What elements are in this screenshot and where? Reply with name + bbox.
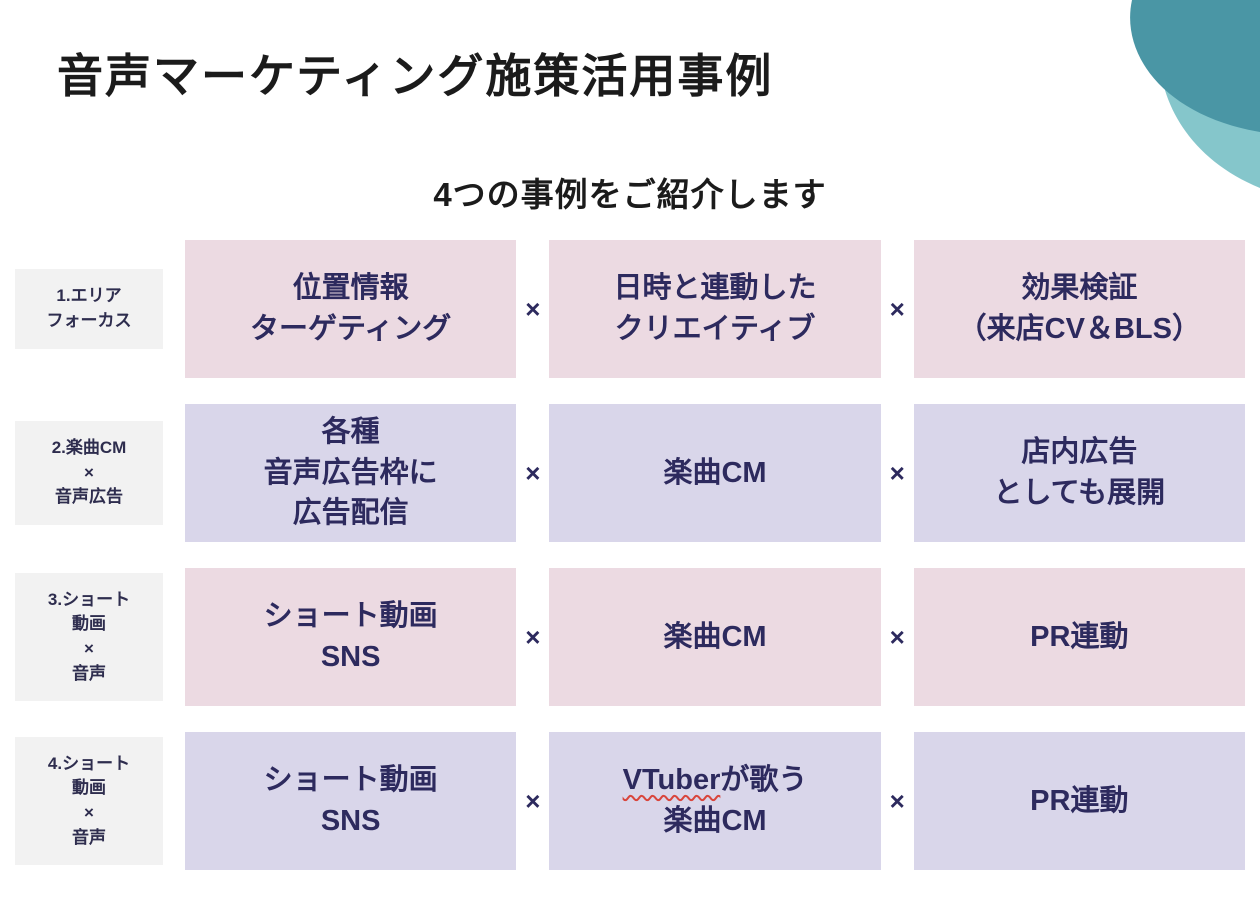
cell-text-line: 店内広告 (1021, 436, 1138, 469)
case-row: 1.エリアフォーカス位置情報ターゲティング×日時と連動したクリエイティブ×効果検… (15, 240, 1245, 378)
cell-text-line: 楽曲CM (663, 456, 767, 489)
cell-text-line: 楽曲CM (663, 805, 767, 837)
case-cell: 楽曲CM (549, 568, 881, 706)
row-label-line: 音声広告 (55, 487, 123, 507)
cell-text-line: としても展開 (993, 477, 1166, 509)
cell-text-line: 広告配信 (292, 497, 409, 530)
corner-shape-dark (1130, 0, 1260, 132)
case-cell: 各種音声広告枠に広告配信 (185, 404, 517, 542)
case-cell: 楽曲CM (549, 404, 881, 542)
cell-text-line: VTuberが歌う (557, 760, 872, 801)
multiply-sign: × (889, 621, 905, 652)
spellcheck-flagged-text: VTuber (622, 764, 721, 797)
multiply-sign: × (889, 785, 905, 816)
row-label-line: 2.楽曲CM (51, 438, 127, 458)
case-cell: ショート動画 SNS (185, 732, 517, 870)
corner-decoration-graphic (1130, 0, 1260, 188)
cell-text-line: 各種 (321, 416, 380, 449)
cases-grid: 1.エリアフォーカス位置情報ターゲティング×日時と連動したクリエイティブ×効果検… (15, 240, 1245, 870)
cell-text-line: 音声広告枠に (263, 456, 438, 489)
row-label-line: 4.ショート (47, 753, 131, 773)
case-cell: 店内広告としても展開 (913, 404, 1245, 542)
cell-text-line: ショート動画 (263, 764, 438, 797)
row-label-line: × (84, 639, 94, 658)
page-title: 音声マーケティング施策活用事例 (57, 50, 774, 102)
multiply-sign: × (525, 785, 541, 816)
row-label-line: 3.ショート (47, 589, 131, 609)
cell-text-line: SNS (320, 641, 381, 673)
case-cell: PR連動 (913, 568, 1245, 706)
cell-text-line: （来店CV＆BLS） (957, 313, 1201, 345)
multiply-sign: × (889, 293, 905, 324)
cell-text-line: 効果検証 (1021, 272, 1138, 305)
row-label-line: 音声 (72, 663, 106, 683)
row-label: 3.ショート動画 × 音声 (15, 572, 163, 702)
case-cell: ショート動画 SNS (185, 568, 517, 706)
row-label-line: × (84, 462, 94, 482)
cell-text-segment: が歌う (720, 764, 808, 797)
row-label-line: 動画 (72, 614, 106, 634)
row-label-line: フォーカス (46, 311, 132, 330)
cell-text-line: 位置情報 (292, 272, 409, 305)
case-row: 4.ショート動画 × 音声 ショート動画 SNS × VTuberが歌う楽曲CM × PR連動 (15, 732, 1245, 870)
cell-text-line: SNS (320, 805, 381, 837)
row-label-line: × (84, 803, 94, 822)
row-label-line: 動画 (72, 778, 106, 798)
multiply-sign: × (525, 457, 541, 488)
cell-text-line: ショート動画 (263, 600, 438, 633)
cell-text-line: クリエイティブ (614, 313, 816, 345)
case-row: 2.楽曲CM × 音声広告 各種音声広告枠に広告配信 × 楽曲CM × 店内広告としても展開 (15, 404, 1245, 542)
row-label: 1.エリアフォーカス (15, 269, 163, 349)
case-row: 3.ショート動画 × 音声 ショート動画 SNS × 楽曲CM × PR連動 (15, 568, 1245, 706)
cell-text-line: PR連動 (1030, 620, 1129, 653)
case-cell: VTuberが歌う楽曲CM (549, 732, 881, 870)
cell-text-line: 日時と連動した (613, 272, 817, 305)
case-cell: 位置情報ターゲティング (185, 240, 517, 378)
row-label-line: 1.エリア (56, 286, 122, 306)
cell-text-line: ターゲティング (250, 313, 452, 345)
row-label: 4.ショート動画 × 音声 (15, 736, 163, 866)
row-label: 2.楽曲CM × 音声広告 (15, 421, 163, 525)
case-cell: PR連動 (913, 732, 1245, 870)
case-cell: 効果検証 （来店CV＆BLS） (913, 240, 1245, 378)
multiply-sign: × (889, 457, 905, 488)
row-label-line: 音声 (72, 827, 106, 847)
case-cell: 日時と連動したクリエイティブ (549, 240, 881, 378)
multiply-sign: × (525, 293, 541, 324)
cell-text-line: PR連動 (1030, 784, 1129, 817)
page-subtitle: 4つの事例をご紹介します (433, 176, 827, 213)
cell-text-line: 楽曲CM (663, 620, 767, 653)
multiply-sign: × (525, 621, 541, 652)
